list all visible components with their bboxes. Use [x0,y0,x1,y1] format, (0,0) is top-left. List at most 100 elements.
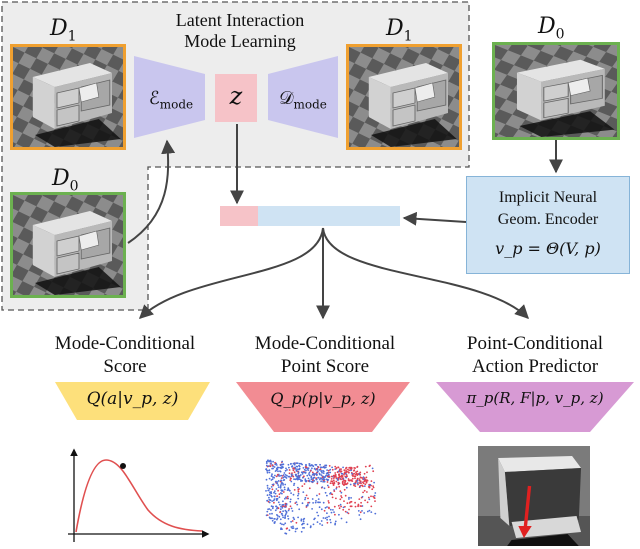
point-cloud-point [374,492,377,494]
point-cloud-point [373,496,375,499]
point-cloud-point [341,478,344,480]
point-cloud-point [309,526,312,529]
point-cloud-point [358,482,361,484]
point-cloud-point [268,496,270,499]
point-cloud-point [306,503,309,506]
point-cloud-point [290,520,292,523]
point-cloud-point [269,513,271,515]
point-cloud-point [304,498,306,501]
point-cloud-point [286,497,288,500]
point-cloud-point [346,475,348,477]
point-cloud-point [275,475,278,478]
point-cloud-point [302,476,304,479]
point-cloud-point [293,482,296,485]
point-cloud-point [371,467,374,470]
point-cloud-point [290,477,292,480]
point-cloud-point [303,471,306,474]
point-cloud-point [293,478,295,480]
point-cloud-point [293,471,296,474]
point-cloud-point [341,475,344,477]
point-cloud-point [273,521,276,524]
point-cloud-point [317,501,320,504]
point-cloud-point [271,512,273,515]
point-cloud-point [366,501,369,504]
point-score-heatmap [265,459,377,535]
point-cloud-point [316,511,318,514]
point-cloud-point [281,489,284,492]
point-cloud-point [308,479,311,482]
point-cloud-point [366,471,368,474]
point-cloud-point [320,520,323,522]
point-score-head-trapezoid [236,382,410,432]
point-cloud-point [320,474,323,476]
point-cloud-point [345,469,347,471]
point-cloud-point [363,489,366,492]
point-cloud-point [287,463,290,466]
point-cloud-point [334,465,337,468]
point-cloud-point [281,523,283,526]
point-cloud-point [319,463,321,466]
point-cloud-point [304,478,307,481]
point-cloud-point [297,468,299,471]
point-cloud-point [329,508,332,511]
point-cloud-point [298,475,301,477]
point-cloud-point [270,475,273,477]
point-cloud-point [338,507,341,510]
point-cloud-point [315,473,317,476]
point-cloud-point [359,480,362,483]
point-cloud-point [332,474,335,477]
point-cloud-point [267,508,269,511]
point-cloud-point [293,484,295,486]
point-cloud-point [339,498,342,501]
point-cloud-point [328,515,330,518]
point-cloud-point [334,522,337,525]
point-cloud-point [266,510,269,513]
point-cloud-point [271,519,274,522]
point-cloud-point [361,484,364,487]
score-head-trapezoid [55,382,210,420]
point-cloud-point [370,511,373,513]
point-cloud-point [321,471,323,474]
point-cloud-point [303,483,306,485]
point-cloud-point [298,478,300,480]
point-cloud-point [311,473,314,476]
point-cloud-point [305,494,308,497]
d1-reconstructed-image [346,44,462,150]
point-cloud-point [312,523,315,526]
point-cloud-point [343,488,346,491]
point-cloud-point [318,493,321,495]
point-cloud-point [266,484,269,487]
point-cloud-point [312,479,314,482]
point-cloud-point [334,472,337,474]
point-cloud-point [336,478,339,480]
point-cloud-point [287,488,290,491]
point-cloud-point [270,494,273,497]
point-cloud-point [327,500,330,502]
point-cloud-point [348,508,350,511]
point-cloud-point [352,474,354,477]
point-cloud-point [354,485,357,487]
point-cloud-point [295,468,297,470]
point-cloud-point [289,479,292,481]
point-cloud-point [340,468,342,470]
point-cloud-point [329,492,332,494]
point-cloud-point [314,501,317,504]
point-cloud-point [269,517,272,520]
point-cloud-point [312,481,314,483]
point-cloud-point [266,471,269,474]
point-cloud-point [312,502,314,504]
point-cloud-point [302,491,305,493]
point-cloud-point [320,470,323,472]
point-cloud-point [281,514,284,517]
point-cloud-point [292,467,295,470]
point-cloud-point [335,497,337,500]
point-cloud-point [277,480,280,482]
point-cloud-point [284,506,286,508]
point-cloud-point [321,478,324,481]
point-cloud-point [359,476,362,479]
point-cloud-point [344,494,347,497]
point-cloud-point [298,508,301,511]
point-cloud-point [273,476,275,479]
point-cloud-point [275,488,278,490]
